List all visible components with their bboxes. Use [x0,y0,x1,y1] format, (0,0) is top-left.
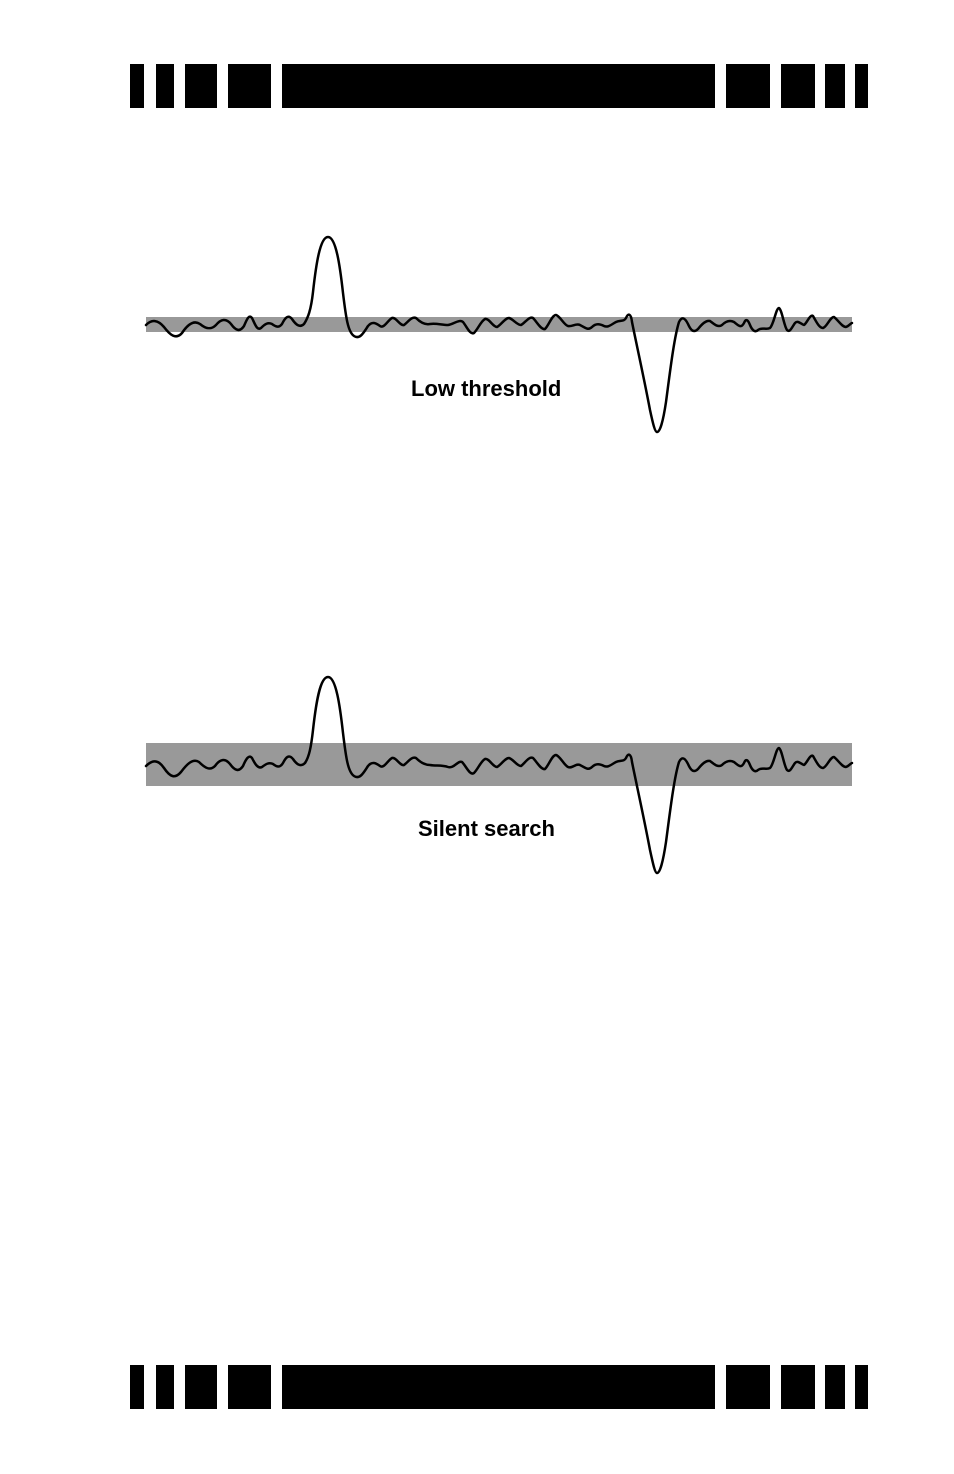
bottom-bar-block [726,1365,770,1409]
top-bar-block [781,64,815,108]
top-bar-block [855,64,868,108]
diagram-low-threshold [146,237,852,432]
top-bar-block [130,64,144,108]
top-bar-block [228,64,271,108]
bottom-bar-block [228,1365,271,1409]
bottom-bar-strip [130,1365,868,1409]
bottom-bar-block [130,1365,144,1409]
bottom-bar-block [825,1365,845,1409]
bottom-bar-block [781,1365,815,1409]
top-bar-block [825,64,845,108]
top-bar-block [185,64,217,108]
top-bar-block [726,64,770,108]
bottom-bar-block [282,1365,715,1409]
bottom-bar-block [185,1365,217,1409]
signal-waveform [146,237,852,432]
top-bar-block [282,64,715,108]
diagram-caption-silent-search: Silent search [418,818,555,840]
top-bar-block [156,64,174,108]
bottom-bar-block [855,1365,868,1409]
top-bar-strip [130,64,868,108]
diagram-silent-search [146,677,852,873]
diagram-caption-low-threshold: Low threshold [411,378,561,400]
bottom-bar-block [156,1365,174,1409]
